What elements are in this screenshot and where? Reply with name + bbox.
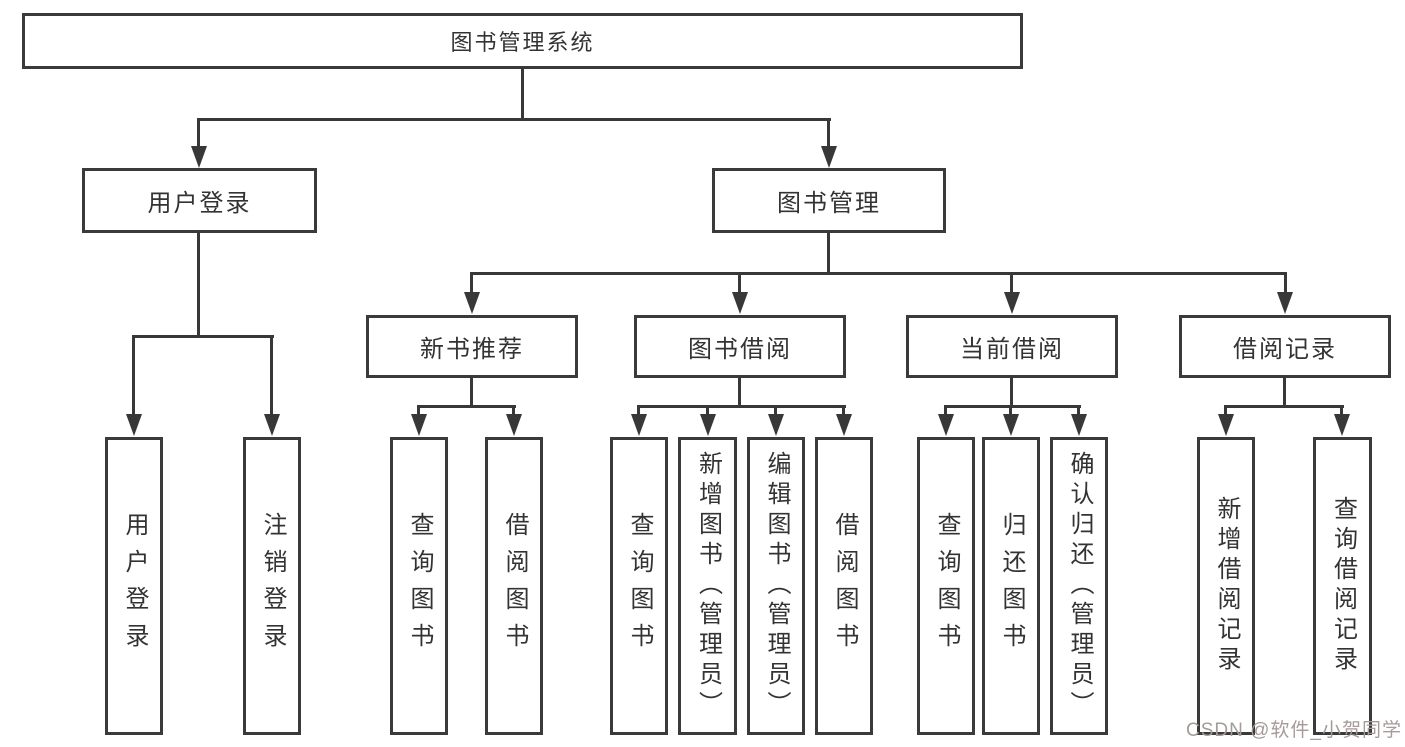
leaf-edit-books-admin: 编辑图书（管理员） [747,437,805,735]
leaf-search-books-borrow: 查询图书 [610,437,668,735]
connector-line [197,118,200,150]
arrowhead-down [191,146,207,168]
node-root: 图书管理系统 [22,13,1023,69]
leaf-add-borrow-record: 新增借阅记录 [1197,437,1255,735]
leaf-add-borrow-record-label: 新增借阅记录 [1213,496,1240,676]
connector-line [1340,405,1343,418]
arrowhead-down [126,414,142,436]
leaf-borrow-books-recommend-label: 借阅图书 [501,512,528,660]
leaf-search-borrow-record-label: 查询借阅记录 [1329,496,1357,676]
leaf-borrow-books: 借阅图书 [815,437,873,735]
leaf-search-books-recommend: 查询图书 [390,437,448,735]
arrowhead-down [464,292,480,314]
connector-line [1010,376,1013,408]
connector-line [1224,405,1227,418]
arrowhead-down [938,414,954,436]
node-new-book-recommend: 新书推荐 [366,315,578,378]
arrowhead-down [411,414,427,436]
leaf-search-books-current: 查询图书 [917,437,975,735]
node-book-management: 图书管理 [712,168,946,233]
node-borrow-records-label: 借阅记录 [1233,336,1337,363]
connector-line [132,335,135,417]
arrowhead-down [700,414,716,436]
connector-line [637,405,640,418]
connector-line [944,405,1081,408]
connector-line [470,272,1287,275]
connector-line [706,405,709,418]
leaf-borrow-books-recommend: 借阅图书 [485,437,543,735]
arrowhead-down [732,292,748,314]
leaf-search-borrow-record: 查询借阅记录 [1313,437,1372,735]
node-book-management-label: 图书管理 [777,190,881,217]
leaf-add-books-admin: 新增图书（管理员） [678,437,737,735]
connector-line [1010,272,1013,295]
connector-line [417,405,420,418]
leaf-logout-label: 注销登录 [259,512,286,660]
connector-line [1077,405,1080,418]
connector-line [197,118,831,121]
connector-line [132,335,274,338]
connector-line [1283,376,1286,408]
csdn-watermark: CSDN @软件_小贺同学 [1186,720,1402,741]
connector-line [1284,272,1287,295]
connector-line [1009,405,1012,418]
node-book-borrow: 图书借阅 [634,315,846,378]
arrowhead-down [1071,414,1087,436]
arrowhead-down [1218,414,1234,436]
connector-line [637,405,846,408]
node-borrow-records: 借阅记录 [1179,315,1391,378]
leaf-logout: 注销登录 [243,437,301,735]
node-new-book-recommend-label: 新书推荐 [420,336,524,363]
connector-line [944,405,947,418]
arrowhead-down [836,414,852,436]
connector-line [842,405,845,418]
connector-line [774,405,777,418]
connector-line [270,335,273,417]
connector-line [417,405,516,408]
connector-line [827,118,830,150]
leaf-confirm-return-admin: 确认归还（管理员） [1050,437,1108,735]
node-current-borrow: 当前借阅 [906,315,1118,378]
leaf-edit-books-admin-label: 编辑图书（管理员） [763,451,790,721]
connector-line [470,376,473,408]
connector-line [738,272,741,295]
leaf-search-books-recommend-label: 查询图书 [406,512,433,660]
leaf-search-books-borrow-label: 查询图书 [626,512,653,660]
leaf-search-books-current-label: 查询图书 [933,512,960,660]
connector-line [197,231,200,338]
connector-line [512,405,515,418]
node-user-login-label: 用户登录 [147,190,252,217]
arrowhead-down [821,146,837,168]
leaf-confirm-return-admin-label: 确认归还（管理员） [1066,451,1093,721]
leaf-add-books-admin-label: 新增图书（管理员） [694,451,722,721]
connector-line [1224,405,1344,408]
arrowhead-down [1003,414,1019,436]
node-book-borrow-label: 图书借阅 [688,336,792,363]
leaf-user-login: 用户登录 [105,437,163,735]
connector-line [738,376,741,408]
arrowhead-down [1004,292,1020,314]
leaf-return-books: 归还图书 [982,437,1040,735]
arrowhead-down [1277,292,1293,314]
node-current-borrow-label: 当前借阅 [960,336,1064,363]
connector-line [521,68,524,121]
arrowhead-down [506,414,522,436]
arrowhead-down [264,414,280,436]
leaf-return-books-label: 归还图书 [998,512,1025,660]
leaf-borrow-books-label: 借阅图书 [831,512,858,660]
node-root-label: 图书管理系统 [450,30,595,55]
arrowhead-down [1334,414,1350,436]
connector-line [827,231,830,275]
connector-line [470,272,473,295]
node-user-login: 用户登录 [82,168,317,233]
arrowhead-down [768,414,784,436]
leaf-user-login-label: 用户登录 [121,512,148,660]
arrowhead-down [631,414,647,436]
